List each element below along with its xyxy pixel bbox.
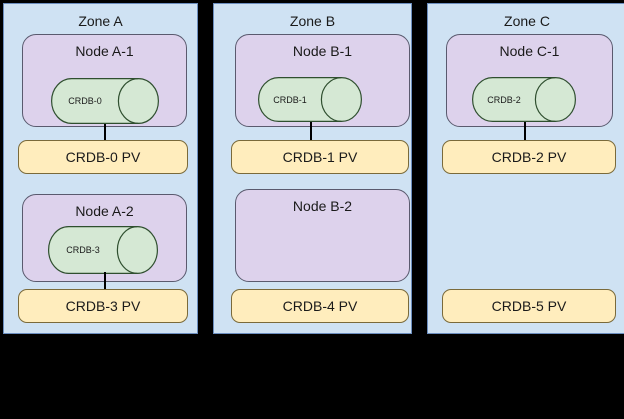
cylinder-shape xyxy=(472,77,576,122)
volume-crdb-2-pv[interactable]: CRDB-2 PV xyxy=(442,140,616,174)
database-cylinder-crdb-0[interactable]: CRDB-0 xyxy=(51,78,159,124)
node-title-node-a-1: Node A-1 xyxy=(75,43,134,59)
node-title-node-b-2: Node B-2 xyxy=(292,198,353,214)
zone-title-zone-b: Zone B xyxy=(289,13,336,29)
cylinder-body xyxy=(51,78,159,124)
node-title-node-a-2: Node A-2 xyxy=(75,203,134,219)
cylinder-body xyxy=(48,226,158,274)
cylinder-lid-arc xyxy=(116,226,138,274)
node-title-node-c-1: Node C-1 xyxy=(499,43,560,59)
database-cylinder-crdb-2[interactable]: CRDB-2 xyxy=(472,77,576,122)
volume-crdb-1-pv[interactable]: CRDB-1 PV xyxy=(231,140,409,174)
node-node-b-2[interactable]: Node B-2 xyxy=(235,189,410,282)
database-cylinder-crdb-3[interactable]: CRDB-3 xyxy=(48,226,158,274)
connector-node-a-2 xyxy=(104,272,106,290)
connector-node-b-1 xyxy=(310,122,312,142)
cylinder-shape xyxy=(51,78,159,124)
zone-title-zone-c: Zone C xyxy=(504,13,550,29)
node-title-node-b-1: Node B-1 xyxy=(292,43,353,59)
volume-crdb-3-pv[interactable]: CRDB-3 PV xyxy=(18,289,188,323)
cylinder-lid-arc xyxy=(117,78,139,124)
cylinder-body xyxy=(258,77,362,122)
database-cylinder-crdb-1[interactable]: CRDB-1 xyxy=(258,77,362,122)
volume-crdb-4-pv[interactable]: CRDB-4 PV xyxy=(231,289,409,323)
cylinder-lid-arc xyxy=(320,77,342,122)
cylinder-lid-arc xyxy=(534,77,556,122)
connector-node-a-1 xyxy=(104,124,106,142)
zone-title-zone-a: Zone A xyxy=(78,13,123,29)
connector-node-c-1 xyxy=(524,122,526,142)
volume-crdb-5-pv[interactable]: CRDB-5 PV xyxy=(442,289,616,323)
cylinder-shape xyxy=(48,226,158,274)
cylinder-shape xyxy=(258,77,362,122)
cylinder-body xyxy=(472,77,576,122)
volume-crdb-0-pv[interactable]: CRDB-0 PV xyxy=(18,140,188,174)
